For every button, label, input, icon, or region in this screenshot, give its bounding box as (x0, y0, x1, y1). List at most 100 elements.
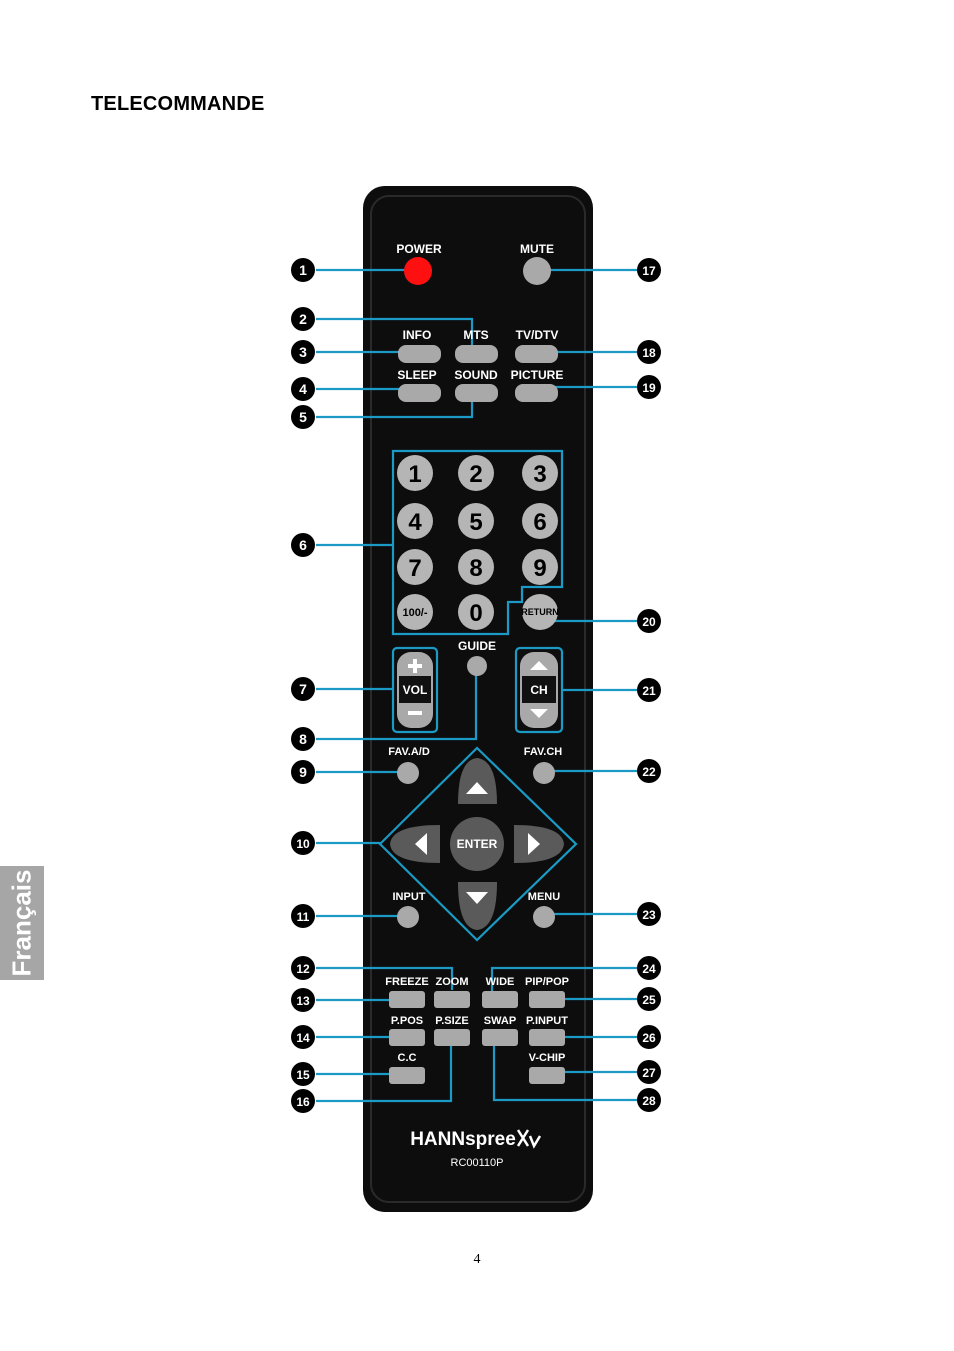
callout-15 (291, 1062, 315, 1086)
digit-6-label: 6 (533, 509, 546, 536)
cc-label: C.C (398, 1052, 417, 1064)
svg-text:1: 1 (299, 262, 307, 278)
sleep-button[interactable] (398, 384, 441, 402)
callout-17 (637, 258, 661, 282)
svg-text:22: 22 (642, 765, 656, 779)
callout-4 (291, 377, 315, 401)
return-label: RETURN (521, 607, 559, 617)
digit-6-button[interactable] (522, 503, 558, 539)
digit-2-button[interactable] (458, 455, 494, 491)
callout-13 (291, 988, 315, 1012)
digit-3-label: 3 (533, 461, 546, 488)
number-pad: 1 2 3 4 5 6 7 8 9 0 100/- RETURN (397, 455, 559, 630)
wide-label: WIDE (486, 976, 515, 988)
dpad-down-button[interactable] (458, 882, 497, 930)
svg-text:16: 16 (296, 1095, 310, 1109)
callout-21 (637, 678, 661, 702)
callout-26 (637, 1025, 661, 1049)
ppos-button[interactable] (389, 1029, 425, 1046)
digit-9-button[interactable] (522, 549, 558, 585)
svg-text:5: 5 (299, 409, 307, 425)
arrow-left-icon (415, 833, 427, 855)
wide-button[interactable] (482, 991, 518, 1008)
callout-25 (637, 987, 661, 1011)
callout-28 (637, 1088, 661, 1112)
fav-ad-label: FAV.A/D (388, 746, 430, 758)
page-title: TELECOMMANDE (91, 93, 265, 115)
menu-button[interactable] (533, 906, 555, 928)
power-button[interactable] (404, 257, 432, 285)
enter-label: ENTER (457, 837, 498, 851)
digit-0-button[interactable] (458, 594, 494, 630)
svg-text:19: 19 (642, 381, 656, 395)
svg-text:9: 9 (299, 764, 307, 780)
xv-logo-icon (516, 1129, 542, 1149)
plus-icon (408, 659, 422, 673)
svg-text:20: 20 (642, 615, 656, 629)
mute-button[interactable] (523, 257, 551, 285)
return-button[interactable] (522, 594, 558, 630)
cc-button[interactable] (389, 1067, 425, 1084)
callout-19 (637, 375, 661, 399)
vchip-button[interactable] (529, 1067, 565, 1084)
digit-1-button[interactable] (397, 455, 433, 491)
svg-text:28: 28 (642, 1094, 656, 1108)
fav-ch-button[interactable] (533, 762, 555, 784)
digit-8-button[interactable] (458, 549, 494, 585)
digit-7-button[interactable] (397, 549, 433, 585)
callout-18 (637, 340, 661, 364)
sleep-label: SLEEP (397, 368, 436, 382)
digit-3-button[interactable] (522, 455, 558, 491)
callout-22 (637, 759, 661, 783)
arrow-down-icon (466, 892, 488, 904)
info-button[interactable] (398, 345, 441, 363)
mts-label: MTS (463, 328, 488, 342)
input-label: INPUT (393, 891, 426, 903)
freeze-button[interactable] (389, 991, 425, 1008)
ch-down-icon (530, 709, 548, 718)
svg-text:25: 25 (642, 993, 656, 1007)
swap-button[interactable] (482, 1029, 518, 1046)
language-tab: Français (0, 866, 44, 980)
guide-label: GUIDE (458, 639, 496, 653)
hundred-button[interactable] (397, 594, 433, 630)
zoom-button[interactable] (434, 991, 470, 1008)
info-label: INFO (403, 328, 432, 342)
picture-label: PICTURE (511, 368, 564, 382)
svg-text:14: 14 (296, 1031, 310, 1045)
enter-button[interactable] (450, 817, 504, 871)
svg-text:24: 24 (642, 962, 656, 976)
mts-button[interactable] (455, 345, 498, 363)
svg-text:12: 12 (296, 962, 310, 976)
psize-button[interactable] (434, 1029, 470, 1046)
digit-9-label: 9 (533, 555, 546, 582)
picture-button[interactable] (515, 384, 558, 402)
guide-button[interactable] (467, 656, 487, 676)
pippop-button[interactable] (529, 991, 565, 1008)
fav-ad-button[interactable] (397, 762, 419, 784)
sound-button[interactable] (455, 384, 498, 402)
svg-text:27: 27 (642, 1066, 656, 1080)
svg-text:4: 4 (299, 381, 307, 397)
zoom-label: ZOOM (436, 976, 469, 988)
page-number: 4 (473, 1252, 481, 1267)
fav-ch-label: FAV.CH (524, 746, 563, 758)
callout-11 (291, 904, 315, 928)
pippop-label: PIP/POP (525, 976, 569, 988)
callout-1 (291, 258, 315, 282)
digit-1-label: 1 (408, 461, 421, 488)
callout-8 (291, 727, 315, 751)
pinput-button[interactable] (529, 1029, 565, 1046)
callout-14 (291, 1025, 315, 1049)
input-button[interactable] (397, 906, 419, 928)
model-number: RC00110P (451, 1157, 504, 1169)
tvdtv-button[interactable] (515, 345, 558, 363)
digit-4-button[interactable] (397, 503, 433, 539)
callout-7 (291, 677, 315, 701)
callout-3 (291, 340, 315, 364)
callout-5 (291, 405, 315, 429)
svg-text:17: 17 (642, 264, 656, 278)
svg-text:13: 13 (296, 994, 310, 1008)
digit-5-button[interactable] (458, 503, 494, 539)
svg-text:15: 15 (296, 1068, 310, 1082)
